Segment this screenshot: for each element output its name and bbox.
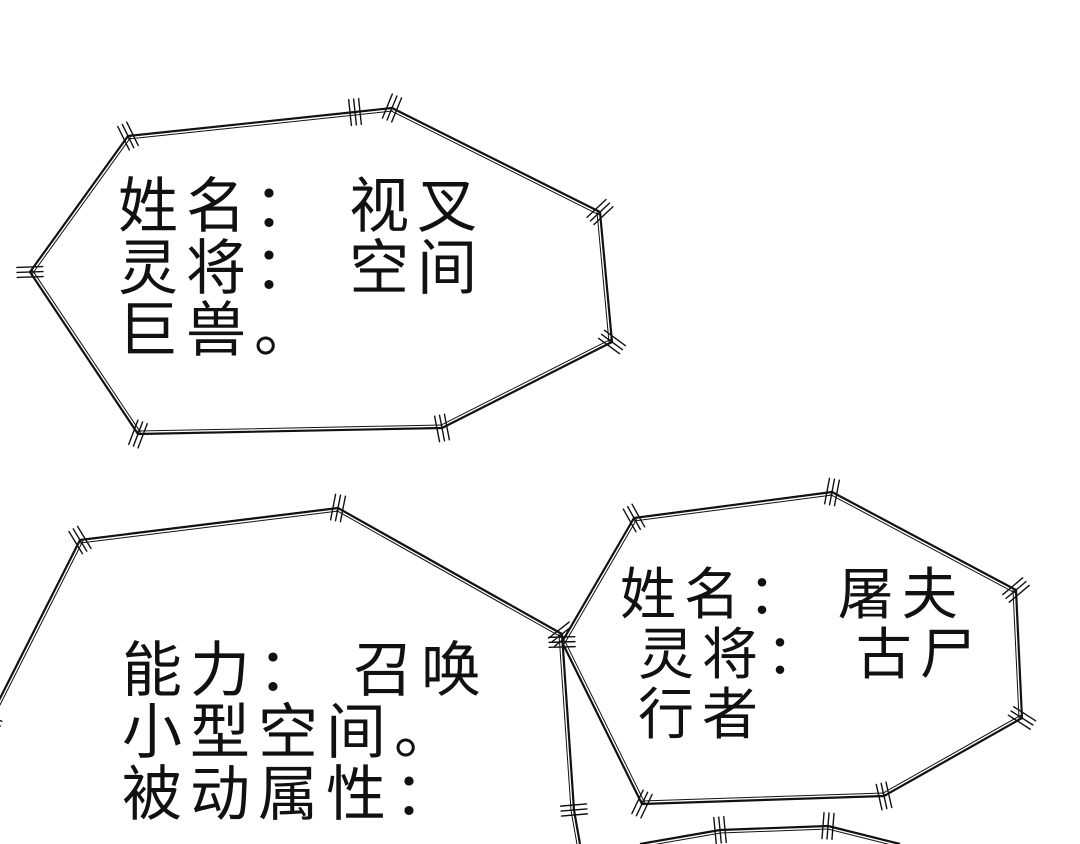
speech-bubble-3 [548,477,1037,819]
bubble-1-line-1: 姓名： 视叉 [118,172,486,242]
bubble-1-line-3: 巨兽。 [118,296,322,366]
bubble-3-text: 姓名： 屠夫 灵将： 古尸 行者 [620,566,984,746]
bubble-3-line-3: 行者 [638,683,766,748]
bubble-1-line-2: 灵将： 空间 [118,234,486,304]
speech-bubble-2 [0,493,589,844]
bubble-2-line-3: 被动属性： [122,760,462,830]
bubble-3-line-2: 灵将： 古尸 [638,623,984,688]
bubble-2-line-1: 能力： 召唤 [122,636,490,706]
bubble-3-line-1: 姓名： 屠夫 [620,563,966,628]
speech-bubble-4-partial [639,811,901,844]
bubble-1-text: 姓名： 视叉 灵将： 空间 巨兽。 [118,176,485,362]
bubble-2-text: 能力： 召唤 小型空间。 被动属性： [122,640,489,826]
bubble-2-line-2: 小型空间。 [122,698,462,768]
speech-bubble-1 [16,93,627,449]
